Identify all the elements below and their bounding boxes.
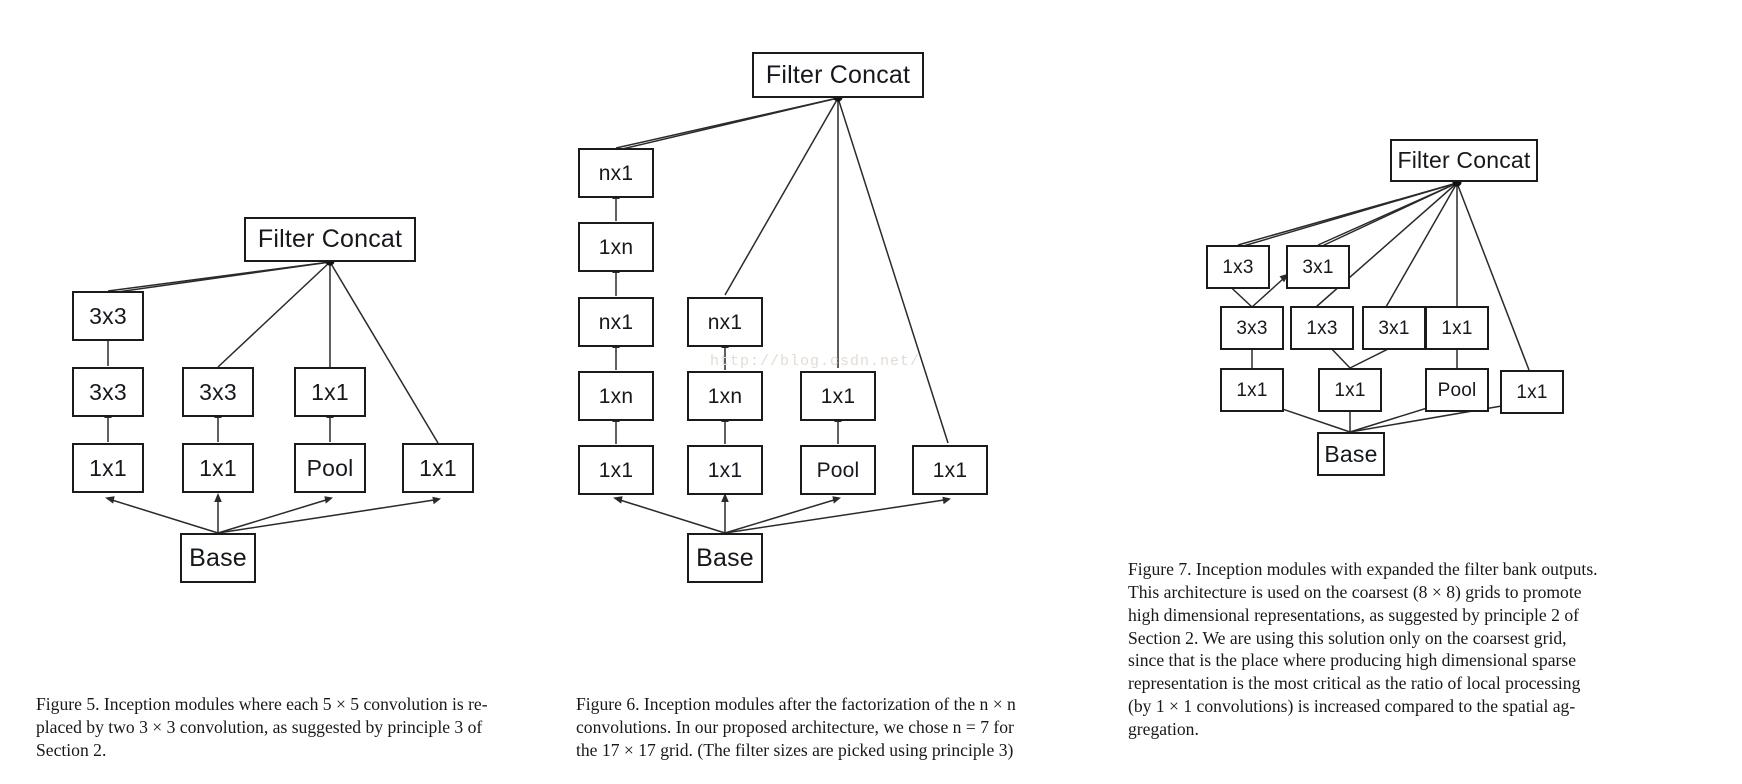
figure-6-branch3-node-1: Pool bbox=[800, 445, 876, 495]
figure-7-branch3-bottom-node: Pool bbox=[1425, 368, 1489, 412]
figure-5-branch3-mid-node: 1x1 bbox=[294, 367, 366, 417]
figure-7-filter-concat-node: Filter Concat bbox=[1390, 139, 1538, 182]
figure-6-caption: Figure 6. Inception modules after the fa… bbox=[576, 693, 1132, 762]
figure-7-branch1-bottom-node: 1x1 bbox=[1220, 368, 1284, 412]
figure-7-caption-line-2: This architecture is used on the coarses… bbox=[1128, 581, 1582, 602]
figure-5-branch1-top-node: 3x3 bbox=[72, 291, 144, 341]
figure-7-branch1-top-left-node: 1x3 bbox=[1206, 245, 1270, 289]
figure-6-branch1-node-4: 1xn bbox=[578, 222, 654, 272]
figure-6-caption-line-1: Figure 6. Inception modules after the fa… bbox=[576, 694, 1016, 714]
figure-5-branch2-mid-node: 3x3 bbox=[182, 367, 254, 417]
figure-7-caption-line-1: Figure 7. Inception modules with expande… bbox=[1128, 559, 1598, 579]
figure-6-branch4-node: 1x1 bbox=[912, 445, 988, 495]
figure-7-caption-line-5: since that is the place where producing … bbox=[1128, 650, 1577, 671]
figure-6-base-node: Base bbox=[687, 533, 763, 583]
figure-7-caption: Figure 7. Inception modules with expande… bbox=[1128, 558, 1716, 741]
figure-6-branch1-node-2: 1xn bbox=[578, 371, 654, 421]
figure-5-caption-line-2: placed by two 3 × 3 convolution, as sugg… bbox=[36, 716, 483, 737]
figure-6-branch1-node-5: nx1 bbox=[578, 148, 654, 198]
figure-5-branch3-bottom-node: Pool bbox=[294, 443, 366, 493]
figure-7-caption-line-3: high dimensional representations, as sug… bbox=[1128, 604, 1579, 625]
figure-5-branch4-node: 1x1 bbox=[402, 443, 474, 493]
figure-6-branch2-node-2: 1xn bbox=[687, 371, 763, 421]
figure-5-branch1-bottom-node: 1x1 bbox=[72, 443, 144, 493]
figure-6-branch2-node-1: 1x1 bbox=[687, 445, 763, 495]
figure-7-branch1-mid-node: 3x3 bbox=[1220, 306, 1284, 350]
figure-7-panel: Filter Concat 1x3 3x1 3x3 1x1 1x3 3x1 1x… bbox=[1128, 0, 1742, 784]
figure-6-panel: Filter Concat nx1 1xn nx1 1xn 1x1 nx1 1x… bbox=[560, 0, 1140, 784]
figure-6-caption-line-2: convolutions. In our proposed architectu… bbox=[576, 716, 1014, 737]
figure-7-branch4-node: 1x1 bbox=[1500, 370, 1564, 414]
figure-7-caption-line-7: (by 1 × 1 convolutions) is increased com… bbox=[1128, 696, 1576, 717]
figure-7-branch2-bottom-node: 1x1 bbox=[1318, 368, 1382, 412]
figure-6-branch1-node-3: nx1 bbox=[578, 297, 654, 347]
figure-7-caption-line-8: gregation. bbox=[1128, 719, 1199, 740]
figure-5-panel: Filter Concat 3x3 3x3 1x1 3x3 1x1 1x1 Po… bbox=[0, 0, 560, 784]
figure-7-caption-line-4: Section 2. We are using this solution on… bbox=[1128, 627, 1567, 648]
figure-5-caption-line-3: Section 2. bbox=[36, 739, 107, 760]
figure-7-branch3-top-node: 1x1 bbox=[1425, 306, 1489, 350]
figure-7-caption-line-6: representation is the most critical as t… bbox=[1128, 673, 1581, 694]
figure-5-caption: Figure 5. Inception modules where each 5… bbox=[36, 693, 536, 762]
figure-5-base-node: Base bbox=[180, 533, 256, 583]
figure-7-base-node: Base bbox=[1317, 432, 1385, 476]
figure-5-filter-concat-node: Filter Concat bbox=[244, 217, 416, 262]
figure-6-filter-concat-node: Filter Concat bbox=[752, 52, 924, 98]
figure-5-caption-line-1: Figure 5. Inception modules where each 5… bbox=[36, 694, 488, 714]
figure-7-branch2-left-node: 1x3 bbox=[1290, 306, 1354, 350]
figure-5-branch2-bottom-node: 1x1 bbox=[182, 443, 254, 493]
figure-7-branch2-right-node: 3x1 bbox=[1362, 306, 1426, 350]
figure-7-branch1-top-right-node: 3x1 bbox=[1286, 245, 1350, 289]
figure-6-branch3-node-2: 1x1 bbox=[800, 371, 876, 421]
figure-6-branch2-node-3: nx1 bbox=[687, 297, 763, 347]
figure-6-branch1-node-1: 1x1 bbox=[578, 445, 654, 495]
figure-6-caption-line-3: the 17 × 17 grid. (The filter sizes are … bbox=[576, 739, 1014, 760]
figure-5-branch1-mid-node: 3x3 bbox=[72, 367, 144, 417]
